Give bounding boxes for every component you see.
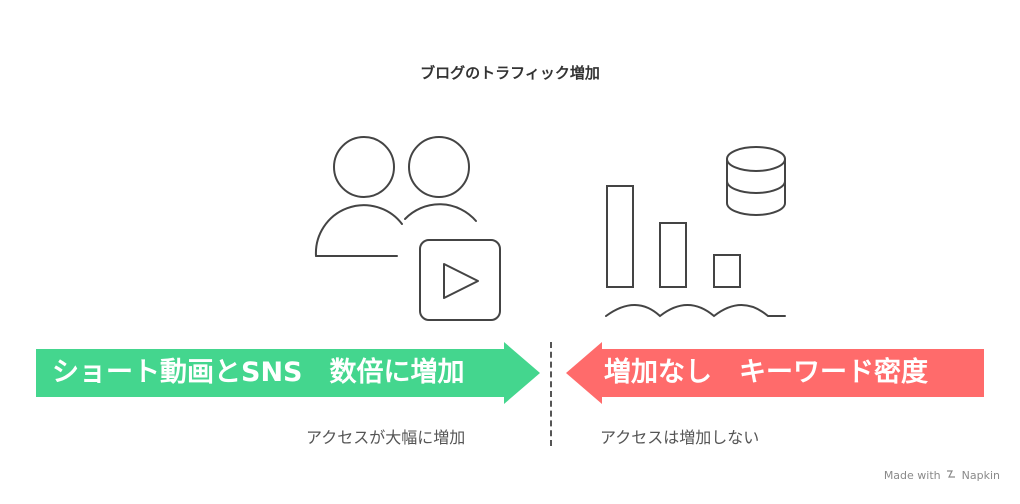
database-icon: [726, 146, 786, 216]
center-divider: [550, 342, 552, 446]
left-subtitle: アクセスが大幅に増加: [306, 428, 466, 447]
video-play-icon: [419, 239, 501, 321]
right-banner-label: 増加なし キーワード密度: [604, 357, 928, 388]
left-arrow-banner: ショート動画とSNS 数倍に増加: [36, 342, 540, 404]
right-subtitle: アクセスは増加しない: [600, 428, 760, 447]
left-banner-label: ショート動画とSNS 数倍に増加: [52, 357, 465, 388]
waves-icon: [605, 304, 786, 318]
users-icon: [314, 136, 477, 257]
bar-chart-icon: [606, 185, 741, 288]
napkin-logo-icon: [947, 470, 956, 478]
right-arrow-shape: [566, 342, 984, 404]
credit-brand: Napkin: [961, 469, 1000, 482]
credit-prefix: Made with: [883, 469, 941, 482]
right-arrow-banner: 増加なし キーワード密度: [566, 342, 984, 404]
napkin-credit[interactable]: Made with Napkin: [884, 469, 1000, 482]
diagram-title: ブログのトラフィック増加: [420, 64, 600, 82]
left-arrow-shape: [36, 342, 540, 404]
